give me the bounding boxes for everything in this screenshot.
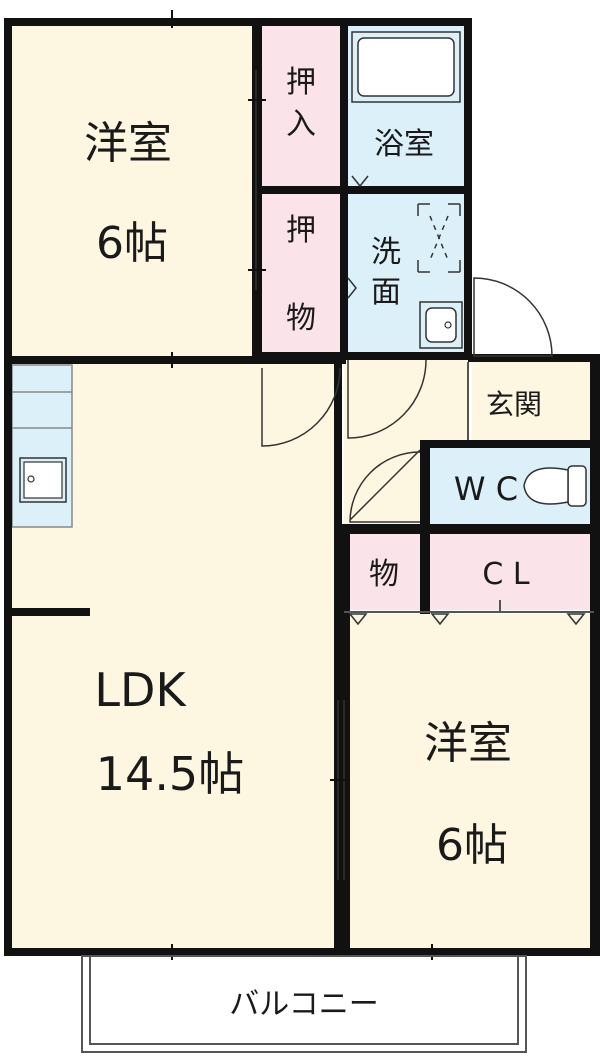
western-room-north bbox=[8, 20, 256, 356]
oshiire-lower-line2: 物 bbox=[286, 301, 316, 336]
washing-machine-space bbox=[417, 203, 461, 273]
kitchen-sink bbox=[19, 457, 67, 503]
bathtub-inner bbox=[357, 37, 455, 97]
western-room-south-label: 洋室 bbox=[424, 718, 512, 769]
walls bbox=[4, 18, 600, 956]
washroom-line1: 洗 bbox=[371, 235, 401, 270]
ldk-size: 14.5帖 bbox=[96, 747, 244, 801]
balcony-label: バルコニー bbox=[229, 987, 378, 1022]
oshiire-upper bbox=[262, 26, 342, 186]
wash-basin bbox=[419, 301, 463, 349]
western-room-south bbox=[348, 614, 590, 952]
western-room-north-size: 6帖 bbox=[96, 218, 168, 269]
closet-room bbox=[430, 534, 590, 610]
ldk-label: LDK bbox=[94, 663, 187, 717]
toilet bbox=[523, 465, 587, 507]
western-room-north-label: 洋室 bbox=[84, 118, 172, 169]
bathtub bbox=[351, 31, 461, 103]
oshiire-upper-line1: 押 bbox=[286, 65, 316, 100]
storage-room bbox=[348, 534, 424, 610]
wc-label: W C bbox=[454, 470, 518, 508]
closet-label: C L bbox=[482, 557, 529, 592]
storage-label: 物 bbox=[369, 557, 399, 592]
bathroom-label: 浴室 bbox=[374, 127, 434, 162]
balcony-rail bbox=[81, 955, 527, 1053]
oshiire-lower bbox=[262, 192, 342, 352]
entrance-label: 玄関 bbox=[486, 388, 542, 421]
door-swings bbox=[261, 175, 553, 523]
washroom-line2: 面 bbox=[371, 275, 401, 310]
oshiire-lower-line1: 押 bbox=[286, 213, 316, 248]
western-room-south-size: 6帖 bbox=[436, 820, 508, 871]
wash-basin-bowl bbox=[425, 307, 457, 343]
entrance-floor bbox=[472, 360, 590, 440]
oshiire-upper-line2: 入 bbox=[286, 107, 316, 142]
